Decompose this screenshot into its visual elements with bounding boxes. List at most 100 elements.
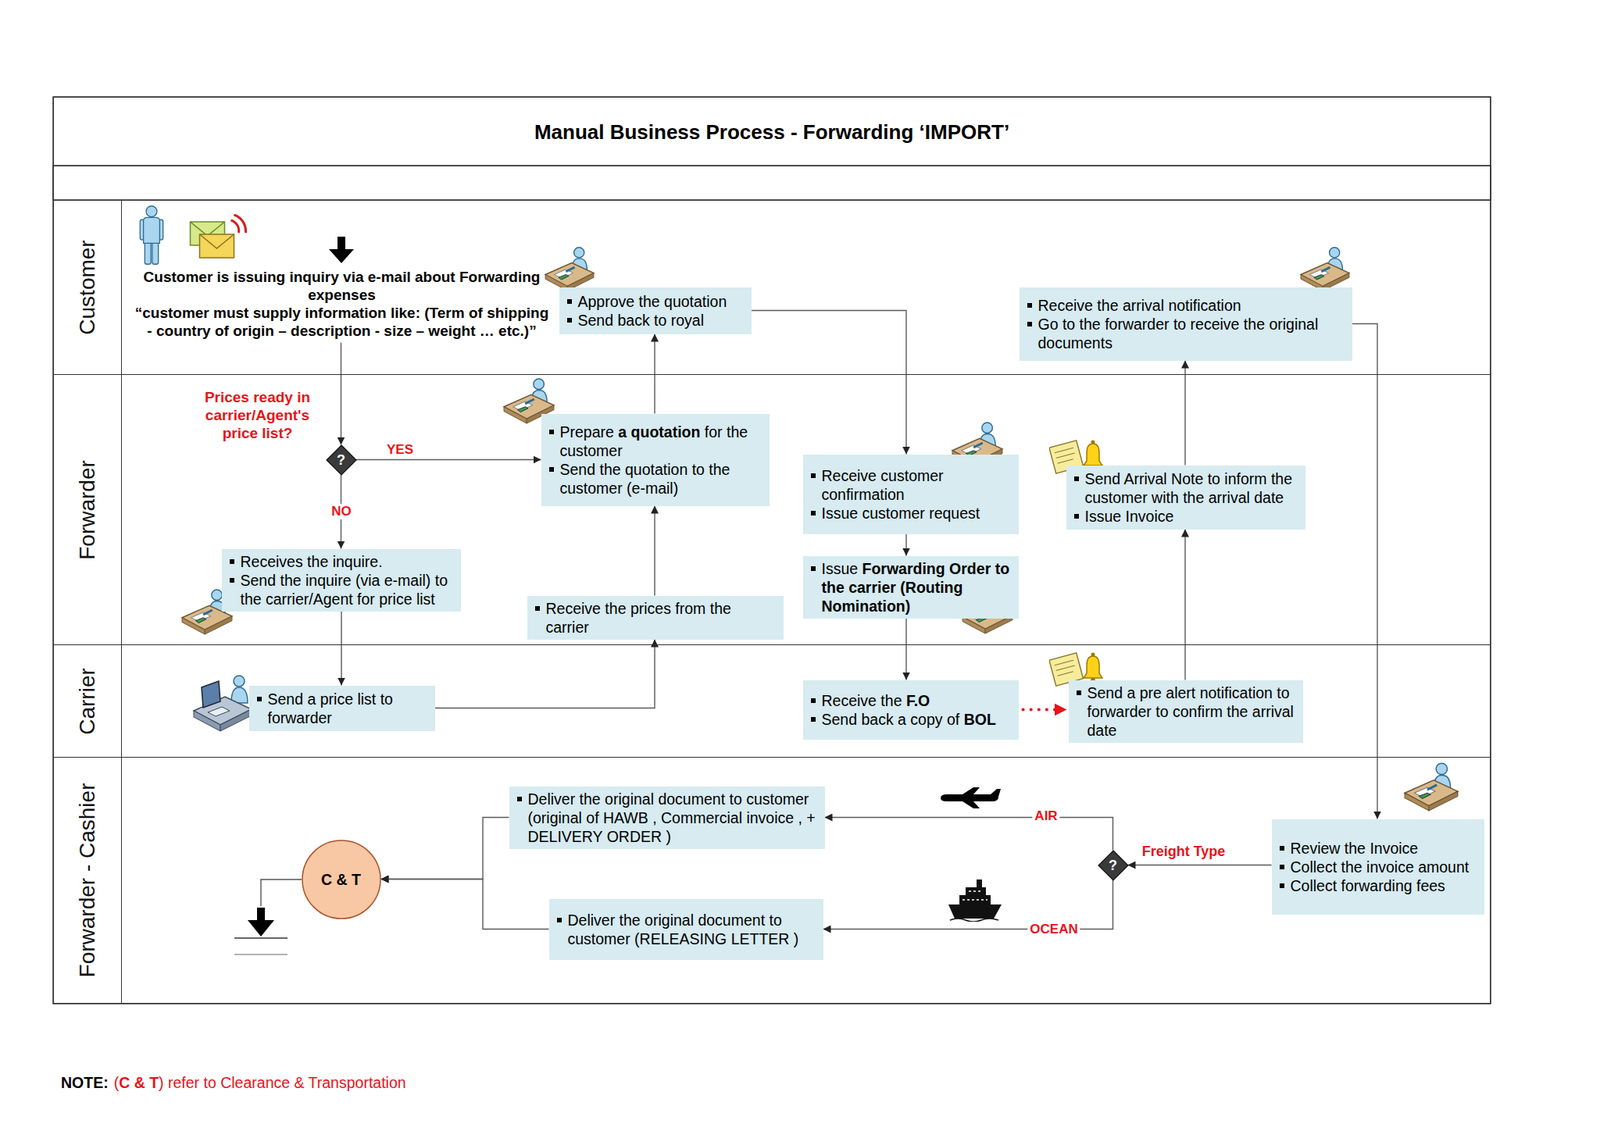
bullet-mark	[1074, 476, 1079, 482]
label-text: Send back a copy of BOL	[821, 710, 1013, 729]
note-line: NOTE: (C & T) refer to Clearance & Transp…	[60, 1073, 407, 1093]
label-text: Receives the inquire.	[240, 552, 455, 572]
bullet-item: Send back to royal	[565, 310, 746, 330]
label-text: Send back to royal	[578, 310, 746, 330]
connector	[905, 618, 907, 681]
end-bar	[234, 953, 288, 956]
bullet-mark	[1279, 864, 1285, 870]
swimlane: Forwarder Prices ready in carrier/Agent's…	[53, 374, 1491, 646]
text-run: C & T	[118, 1074, 159, 1092]
label-text: Issue Forwarding Order to the carrier (R…	[821, 559, 1013, 616]
text-run: Send back to royal	[578, 311, 705, 329]
label-text: Receive the F.O	[821, 691, 1013, 711]
label-text: Deliver the original document to custome…	[567, 910, 818, 949]
label-text: Collect forwarding fees	[1290, 876, 1479, 896]
connector	[1128, 864, 1272, 866]
email-icon	[190, 214, 247, 258]
bullet-mark	[1279, 846, 1285, 851]
text-run: Receive customer confirmation	[821, 467, 944, 504]
process-box: Review the InvoiceCollect the invoice am…	[1271, 819, 1485, 915]
lane-label-cell: Forwarder	[53, 375, 122, 645]
bullet-mark	[549, 467, 554, 472]
bullet-mark	[810, 566, 816, 572]
label-text: ?	[1108, 857, 1118, 874]
label-text: Send a price list to forwarder	[267, 689, 429, 728]
text-run: Forwarder	[75, 460, 100, 561]
text-run: Collect forwarding fees	[1290, 877, 1446, 895]
text-run: Approve the quotation	[578, 292, 728, 311]
bullet-item: Receive the F.O	[809, 691, 1013, 711]
bullet-mark	[567, 299, 572, 304]
text-run: Review the Invoice	[1290, 839, 1419, 858]
connector	[905, 534, 907, 557]
label-text: Review the Invoice	[1290, 839, 1479, 858]
process-box: Receive the arrival notificationGo to th…	[1019, 287, 1353, 361]
swimlane: Customer Customer is issuing inquiry via …	[53, 200, 1491, 375]
diagram-title: Manual Business Process - Forwarding ‘IM…	[534, 120, 1010, 144]
lane-label-cell: Carrier	[53, 645, 122, 758]
note-text: (C & T) refer to Clearance & Transportat…	[114, 1073, 407, 1093]
desk-worker-icon	[545, 247, 594, 291]
text-run: NOTE:	[60, 1074, 109, 1092]
text-run: Forwarder - Cashier	[75, 783, 100, 979]
bullet-mark	[229, 559, 235, 565]
text-run: Receive the arrival notification	[1038, 296, 1242, 315]
process-box: Deliver the original document to custome…	[509, 786, 825, 850]
diamond-outline	[326, 445, 357, 475]
label-text: “customer must supply information like: …	[131, 303, 554, 340]
process-box: Receive the prices from the carrier	[527, 596, 784, 640]
process-box: Deliver the original document to custome…	[549, 899, 824, 961]
text-run: Send the inquire (via e-mail) to the car…	[240, 571, 449, 608]
label-text: Collect the invoice amount	[1290, 857, 1479, 877]
edge-label: NO	[328, 503, 354, 520]
label-text: C & T	[321, 870, 361, 890]
bullet-item: Deliver the original document to custome…	[515, 789, 819, 847]
dotted-connector	[1023, 708, 1068, 712]
text-run: Send the quotation to the customer (e-ma…	[560, 460, 731, 497]
bullet-mark	[810, 473, 816, 479]
text-run: Go to the forwarder to receive the origi…	[1038, 315, 1319, 352]
text-run: Carrier	[75, 667, 100, 736]
connector	[751, 310, 908, 455]
text-run: BOL	[964, 710, 997, 729]
bullet-item: Review the Invoice	[1278, 839, 1479, 858]
bullet-mark	[1027, 303, 1033, 308]
text-run: Issue customer request	[821, 504, 981, 522]
lane-label-cell: Customer	[53, 200, 122, 375]
bullet-mark	[1279, 883, 1285, 889]
process-box: Receives the inquire.Send the inquire (v…	[221, 549, 461, 612]
start-inquiry: Customer is issuing inquiry via e-mail a…	[131, 267, 554, 340]
text-run: Prepare	[560, 423, 619, 441]
bullet-item: Send the quotation to the customer (e-ma…	[547, 460, 764, 498]
bullet-mark	[810, 717, 816, 722]
note-text: NOTE:	[60, 1073, 109, 1093]
bullet-item: Receive the prices from the carrier	[533, 599, 778, 637]
bullet-item: Go to the forwarder to receive the origi…	[1025, 314, 1347, 353]
label-text: Prepare a quotation for the customer	[560, 422, 764, 461]
customer-figure	[139, 206, 163, 265]
bullet-mark	[1074, 514, 1079, 519]
text-run: Prices ready in carrier/Agent's price li…	[204, 389, 311, 442]
connector	[653, 506, 655, 597]
text-run: Receive the prices from the carrier	[546, 600, 732, 636]
text-run: ?	[336, 452, 346, 468]
label-text: Customer	[75, 239, 100, 335]
swimlane: Carrier Send a price list to forwarder Rec…	[53, 644, 1491, 758]
label-text: Receive the arrival notification	[1038, 296, 1347, 315]
airplane-icon	[940, 787, 1001, 809]
text-run: (	[114, 1074, 120, 1092]
text-run: Deliver the original document to custome…	[567, 911, 800, 948]
bullet-mark	[1076, 690, 1082, 696]
edge-label: Freight Type	[1139, 843, 1229, 860]
bullet-item: Receive customer confirmation	[809, 466, 1013, 504]
label-text: Deliver the original document to custome…	[528, 789, 819, 847]
end-arrow	[247, 907, 275, 937]
text-run: Send a price list to forwarder	[267, 690, 393, 727]
decision-diamond: Prices ready in carrier/Agent's price li…	[326, 445, 357, 475]
desk-worker-icon	[1404, 763, 1458, 811]
label-text: Prices ready in carrier/Agent's price li…	[196, 388, 319, 443]
text-run: Issue Invoice	[1085, 507, 1175, 525]
bullet-item: Issue Invoice	[1072, 507, 1300, 526]
bullet-mark	[535, 606, 540, 611]
label-text: Send the quotation to the customer (e-ma…	[560, 460, 764, 498]
